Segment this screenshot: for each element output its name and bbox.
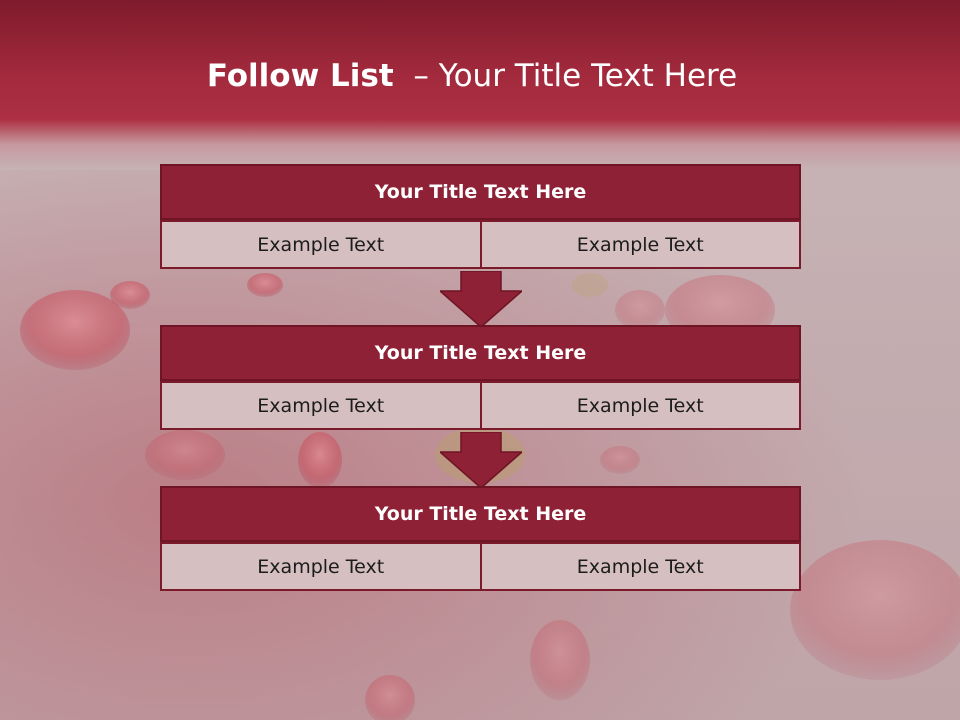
step-heading: Your Title Text Here xyxy=(160,325,801,381)
title-lead: Follow List xyxy=(206,58,394,94)
step-cell-left: Example Text xyxy=(160,381,482,430)
title-band xyxy=(0,0,960,170)
step-row: Example Text Example Text xyxy=(160,542,801,591)
step-cell-left: Example Text xyxy=(160,220,482,269)
step-heading: Your Title Text Here xyxy=(160,486,801,542)
slide-title: Follow List – Your Title Text Here xyxy=(0,56,944,96)
step-block-1: Your Title Text Here Example Text Exampl… xyxy=(160,164,801,269)
step-row: Example Text Example Text xyxy=(160,381,801,430)
step-block-2: Your Title Text Here Example Text Exampl… xyxy=(160,325,801,430)
step-cell-right: Example Text xyxy=(481,220,801,269)
step-heading: Your Title Text Here xyxy=(160,164,801,220)
down-arrow-icon xyxy=(440,271,522,327)
step-row: Example Text Example Text xyxy=(160,220,801,269)
step-cell-right: Example Text xyxy=(481,542,801,591)
down-arrow-icon xyxy=(440,432,522,488)
title-rest: – Your Title Text Here xyxy=(413,58,738,94)
step-cell-right: Example Text xyxy=(481,381,801,430)
step-cell-left: Example Text xyxy=(160,542,482,591)
step-block-3: Your Title Text Here Example Text Exampl… xyxy=(160,486,801,591)
